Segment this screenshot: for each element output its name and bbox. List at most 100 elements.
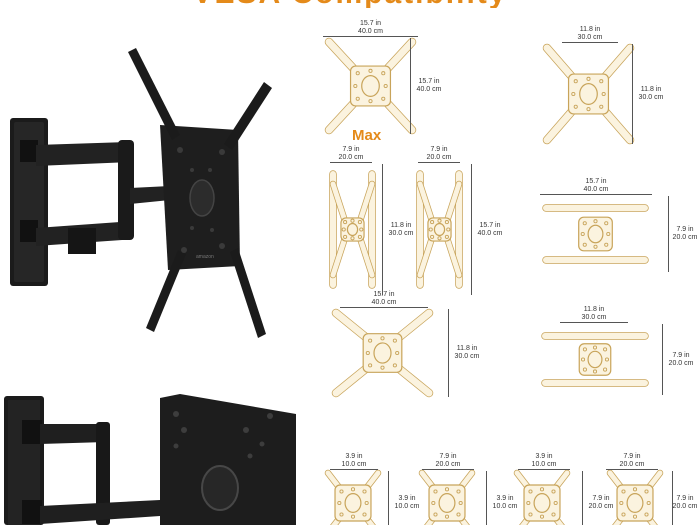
height-cm: 40.0 cm bbox=[477, 229, 503, 237]
vesa-pattern-11 bbox=[606, 469, 664, 525]
vesa-pattern-5 bbox=[538, 194, 653, 274]
width-inches: 3.9 in bbox=[535, 453, 553, 460]
height-inches: 15.7 in bbox=[418, 78, 440, 85]
mounting-plate-icon bbox=[416, 170, 463, 289]
mounting-plate-icon bbox=[418, 469, 476, 525]
height-inches: 11.8 in bbox=[390, 221, 412, 229]
mount-closeup-photo bbox=[0, 390, 300, 525]
width-inches: 7.9 in bbox=[430, 146, 448, 153]
mounting-plate-icon bbox=[331, 308, 434, 398]
height-inches: 7.9 in bbox=[592, 495, 610, 502]
width-dimension-line bbox=[518, 469, 570, 470]
width-cm: 10.0 cm bbox=[531, 461, 557, 468]
height-cm: 20.0 cm bbox=[672, 503, 698, 510]
width-dimension-line bbox=[418, 162, 460, 163]
width-dimension-line bbox=[422, 469, 474, 470]
width-cm: 10.0 cm bbox=[341, 461, 367, 468]
height-inches: 3.9 in bbox=[398, 495, 416, 502]
height-cm: 40.0 cm bbox=[416, 86, 442, 93]
width-inches: 7.9 in bbox=[439, 453, 457, 460]
width-cm: 30.0 cm bbox=[577, 34, 603, 41]
width-cm: 40.0 cm bbox=[583, 186, 609, 193]
mounting-plate-icon bbox=[542, 43, 635, 145]
height-inches: 3.9 in bbox=[496, 495, 514, 502]
mounting-plate-icon bbox=[324, 469, 382, 525]
vesa-pattern-10 bbox=[513, 469, 571, 525]
mounting-plate-icon bbox=[324, 37, 417, 135]
height-dimension-line bbox=[582, 471, 583, 525]
vesa-pattern-7 bbox=[537, 322, 653, 397]
width-cm: 20.0 cm bbox=[619, 461, 645, 468]
vesa-pattern-1 bbox=[323, 36, 418, 136]
width-dimension-line bbox=[323, 36, 418, 37]
width-inches: 7.9 in bbox=[623, 453, 641, 460]
height-inches: 7.9 in bbox=[676, 495, 694, 502]
height-cm: 20.0 cm bbox=[672, 234, 698, 241]
height-cm: 20.0 cm bbox=[668, 359, 694, 367]
mounting-plate-icon bbox=[541, 332, 649, 387]
width-dimension-line bbox=[606, 469, 658, 470]
width-cm: 40.0 cm bbox=[358, 28, 383, 35]
width-dimension-line bbox=[330, 162, 372, 163]
vesa-pattern-9 bbox=[418, 469, 476, 525]
height-inches: 15.7 in bbox=[479, 221, 501, 229]
height-dimension-line bbox=[662, 324, 663, 395]
width-cm: 20.0 cm bbox=[338, 154, 364, 161]
width-dimension-line bbox=[562, 42, 618, 43]
width-dimension-line bbox=[340, 307, 428, 308]
height-inches: 7.9 in bbox=[676, 226, 694, 233]
height-cm: 10.0 cm bbox=[394, 503, 420, 510]
height-dimension-line bbox=[471, 164, 472, 295]
height-cm: 30.0 cm bbox=[454, 353, 480, 360]
height-dimension-line bbox=[410, 38, 411, 134]
width-inches: 11.8 in bbox=[583, 306, 605, 313]
mounting-plate-icon bbox=[513, 469, 571, 525]
width-cm: 20.0 cm bbox=[435, 461, 461, 468]
vesa-pattern-8 bbox=[324, 469, 382, 525]
vesa-pattern-3 bbox=[325, 162, 380, 297]
height-inches: 11.8 in bbox=[456, 345, 478, 352]
width-cm: 20.0 cm bbox=[426, 154, 452, 161]
mount-extended-photo: amazon bbox=[0, 40, 290, 350]
height-inches: 7.9 in bbox=[672, 351, 690, 359]
height-dimension-line bbox=[672, 471, 673, 525]
svg-text:amazon: amazon bbox=[196, 254, 214, 260]
width-inches: 15.7 in bbox=[585, 178, 607, 185]
height-cm: 20.0 cm bbox=[588, 503, 614, 510]
width-cm: 30.0 cm bbox=[581, 314, 607, 321]
height-cm: 30.0 cm bbox=[638, 94, 664, 101]
height-dimension-line bbox=[632, 44, 633, 144]
width-cm: 40.0 cm bbox=[371, 299, 397, 306]
height-dimension-line bbox=[486, 471, 487, 525]
width-inches: 3.9 in bbox=[345, 453, 363, 460]
width-inches: 15.7 in bbox=[359, 20, 382, 27]
height-cm: 30.0 cm bbox=[388, 229, 414, 237]
vesa-pattern-6 bbox=[330, 307, 435, 399]
width-inches: 15.7 in bbox=[373, 291, 395, 298]
vesa-pattern-2 bbox=[541, 42, 636, 146]
width-dimension-line bbox=[540, 194, 652, 195]
heading: VESA Compatibility bbox=[0, 0, 700, 8]
max-label: Max bbox=[352, 127, 382, 144]
